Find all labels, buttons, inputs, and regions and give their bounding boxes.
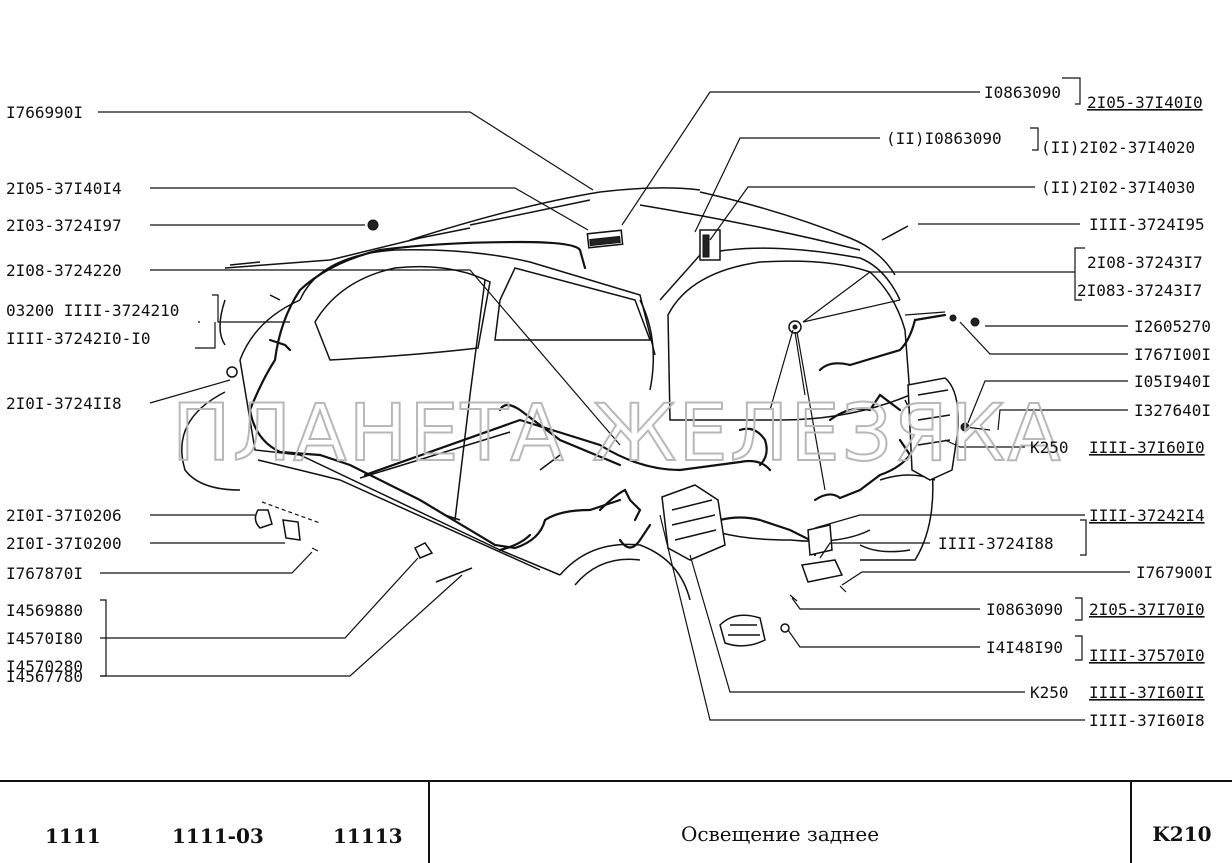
part-label: 2I0I-37I0200 [6,534,122,553]
part-label: I2605270 [1134,317,1211,336]
part-label: I4567780 [6,667,83,686]
part-label: I4570280 [6,657,83,676]
car-body [181,187,936,601]
license-plate-lamp [800,559,844,583]
wiring-harness [248,240,947,557]
part-label: IIII-3724I95 [1089,215,1205,234]
part-label: I05I940I [1134,372,1211,391]
wiring-diagram: ПЛАНЕТА ЖЕЛЕЗЯКА I766990I 2I05-37I40I4 2… [6,77,1213,730]
model-list: 1111 1111-03 11113 [0,782,430,863]
page-code: K210 [1152,821,1212,846]
leader-lines [98,77,1130,721]
part-label: IIII-37I60I8 [1089,711,1205,730]
tail-lamp [907,377,959,481]
part-label: I767900I [1136,563,1213,582]
part-label: I767I00I [1134,345,1211,364]
control-unit [661,484,726,561]
part-label: IIII-37I60II [1089,683,1205,702]
page-title: Освещение заднее [430,782,1132,863]
part-label: K250 [1030,438,1069,457]
part-label: I767870I [6,564,83,583]
part-label: 2I05-37I40I4 [6,179,122,198]
part-label: 2I03-3724I97 [6,216,122,235]
part-label: I4I48I90 [986,638,1063,657]
part-label: 2I08-3724220 [6,261,122,280]
model-code: 11113 [333,824,403,848]
part-label: IIII-3724I88 [938,534,1054,553]
labels-right: I0863090 2I05-37I40I0 (II)I0863090 (II)2… [886,83,1213,730]
part-label: I4570I80 [6,629,83,648]
part-label: (II)2I02-37I4030 [1041,178,1195,197]
part-label: I4569880 [6,601,83,620]
part-label: 2I0I-37I0206 [6,506,122,525]
part-label: IIII-37I60I0 [1089,438,1205,457]
model-code: 1111 [45,824,101,848]
parts [226,219,991,647]
part-label: I327640I [1134,401,1211,420]
part-label: 2I08-37243I7 [1087,253,1203,272]
model-code: 1111-03 [172,824,264,848]
part-label: IIII-37242I0-I0 [6,329,151,348]
part-label: 2I05-37I70I0 [1089,600,1205,619]
part-label: 2I05-37I40I0 [1087,93,1203,112]
rear-fog-lamp [719,614,766,647]
part-label: K250 [1030,683,1069,702]
labels-left: I766990I 2I05-37I40I4 2I03-3724I97 2I08-… [6,103,179,686]
title-block: 1111 1111-03 11113 Освещение заднее K210 [0,780,1232,863]
watermark: ПЛАНЕТА ЖЕЛЕЗЯКА [172,389,1063,479]
part-label: I766990I [6,103,83,122]
part-label: 2I083-37243I7 [1077,281,1202,300]
part-label: (II)I0863090 [886,129,1002,148]
part-label: (II)2I02-37I4020 [1041,138,1195,157]
part-label: IIII-37570I0 [1089,646,1205,665]
part-label: I0863090 [986,600,1063,619]
part-label: IIII-37242I4 [1089,506,1205,525]
lamp-socket [254,509,273,529]
part-label: I0863090 [984,83,1061,102]
part-label: 03200 IIII-3724210 [6,301,179,320]
part-label: 2I0I-3724II8 [6,394,122,413]
